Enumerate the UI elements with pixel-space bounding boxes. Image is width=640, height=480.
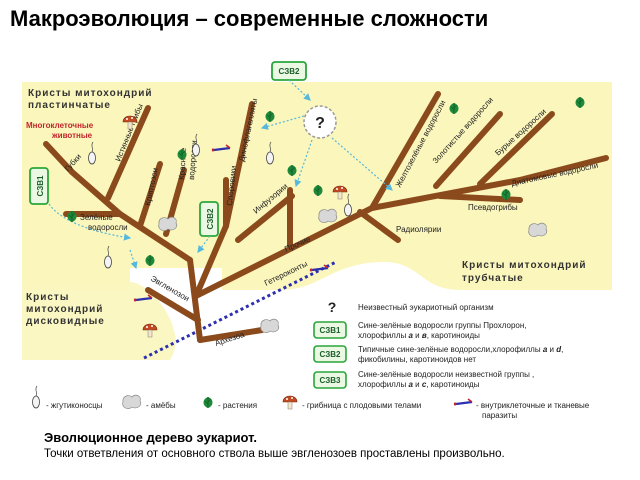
branch-cryptozoa	[137, 161, 163, 229]
branch-brown	[477, 111, 555, 187]
unknown-question-mark: ?	[315, 115, 325, 132]
label-animals-2: животные	[51, 131, 93, 140]
amoeba-icon	[260, 318, 280, 333]
label-red-algae-1: Красные	[177, 147, 188, 180]
amoeba-icon	[318, 208, 338, 223]
label-radiolaria: Радиолярии	[396, 225, 441, 234]
branch-sporozoa-stem	[193, 223, 229, 299]
region-plate-line2: пластинчатые	[28, 100, 111, 111]
legend-szv1: СЗВ1 Сине-зелёные водоросли группы Прохл…	[313, 321, 527, 340]
amoeba-icon	[158, 216, 178, 231]
box-szv2-top-label: СЗВ2	[279, 67, 300, 76]
legend-szv1-label: СЗВ1	[320, 326, 341, 335]
label-animals-1: Многоклеточные	[26, 121, 94, 130]
region-tube-line1: Кристы митохондрий	[462, 260, 587, 271]
legend-szv1-line2: хлорофиллы а и в, каротиноиды	[358, 331, 480, 340]
legend-szv2: СЗВ2 Типичные сине-зелёные водоросли,хло…	[313, 345, 563, 364]
page-title: Макроэволюция – современные сложности	[10, 6, 489, 31]
legend-szv3-line2: хлорофиллы а и с, каротиноиды	[358, 380, 480, 389]
box-szv1-left: СЗВ1	[29, 167, 49, 205]
box-szv2-top: СЗВ2	[271, 61, 307, 81]
legend-question-mark: ?	[328, 299, 337, 315]
region-tube-line2: трубчатые	[462, 272, 524, 284]
legend-szv3-label: СЗВ3	[320, 376, 341, 385]
legend-parasites-text-1: - внутриклеточные и тканевые	[476, 401, 590, 410]
branch-fungi	[105, 105, 151, 201]
tree-branches	[43, 91, 609, 343]
label-sporozoa: Споровики	[225, 165, 238, 206]
branch-infusoria	[235, 193, 295, 243]
caption-text: Точки ответвления от основного ствола вы…	[44, 448, 505, 460]
box-szv2-mid-label: СЗВ2	[206, 208, 215, 229]
branch-euglenoids	[145, 287, 201, 323]
legend-szv2-line1: Типичные сине-зелёные водоросли,хлорофил…	[358, 345, 563, 354]
branch-sponges-stem	[69, 169, 123, 217]
legend-szv2-line2: фикобилины, каротиноидов нет	[358, 355, 476, 364]
legend-szv3-line1: Сине-зелёные водоросли неизвестной групп…	[358, 370, 534, 379]
legend-unknown-text: Неизвестный эукариотный организм	[358, 303, 494, 312]
legend-plants-text: - растения	[218, 401, 257, 410]
branch-stem-left	[117, 211, 193, 263]
legend-mushrooms-text: - грибница с плодовыми телами	[302, 401, 421, 410]
symbiosis-arrows	[48, 79, 393, 270]
branch-golden	[433, 111, 503, 189]
amoeba-icon	[528, 222, 548, 237]
label-pseudofungi: Псевдогрибы	[468, 203, 518, 212]
label-red-algae-2: водоросли	[187, 140, 199, 180]
legend-parasite-icon	[453, 397, 474, 406]
region-plate-line1: Кристы митохондрий	[28, 88, 153, 99]
box-szv1-left-label: СЗВ1	[36, 175, 45, 196]
legend-szv3: СЗВ3 Сине-зелёные водоросли неизвестной …	[313, 370, 534, 389]
legend-leaf-icon	[203, 396, 213, 409]
unknown-organism-node: ?	[296, 98, 344, 146]
branch-yellowgreen	[369, 91, 441, 211]
region-disc-line1: Кристы	[26, 292, 69, 303]
region-disc-line2: митохондрий	[26, 304, 103, 315]
plate-cristae-zone	[22, 82, 222, 290]
legend-szv1-line1: Сине-зелёные водоросли группы Прохлорон,	[358, 321, 527, 330]
legend-amoeba-icon	[122, 394, 142, 409]
branch-dinoflagellates	[223, 101, 255, 229]
legend-mushroom-icon	[282, 395, 298, 410]
legend-szv2-label: СЗВ2	[320, 350, 341, 359]
label-green-algae-1: Зелёные	[80, 213, 113, 222]
branch-animals	[43, 141, 75, 175]
region-disc-line3: дисковидные	[26, 316, 105, 327]
caption-title: Эволюционное дерево эукариот.	[44, 430, 258, 445]
disc-cristae-zone	[22, 282, 176, 360]
legend-parasites-text-2: паразиты	[482, 411, 517, 420]
legend-flagellate-icon	[32, 385, 40, 409]
branch-radiolaria	[357, 209, 401, 243]
legend-flagellates-text: - жгутиконосцы	[46, 401, 103, 410]
box-szv2-mid: СЗВ2	[199, 201, 219, 237]
label-green-algae-2: водоросли	[88, 223, 128, 232]
branch-archezoa	[197, 327, 265, 343]
legend-amoebas-text: - амёбы	[146, 401, 176, 410]
trunk	[187, 257, 203, 343]
